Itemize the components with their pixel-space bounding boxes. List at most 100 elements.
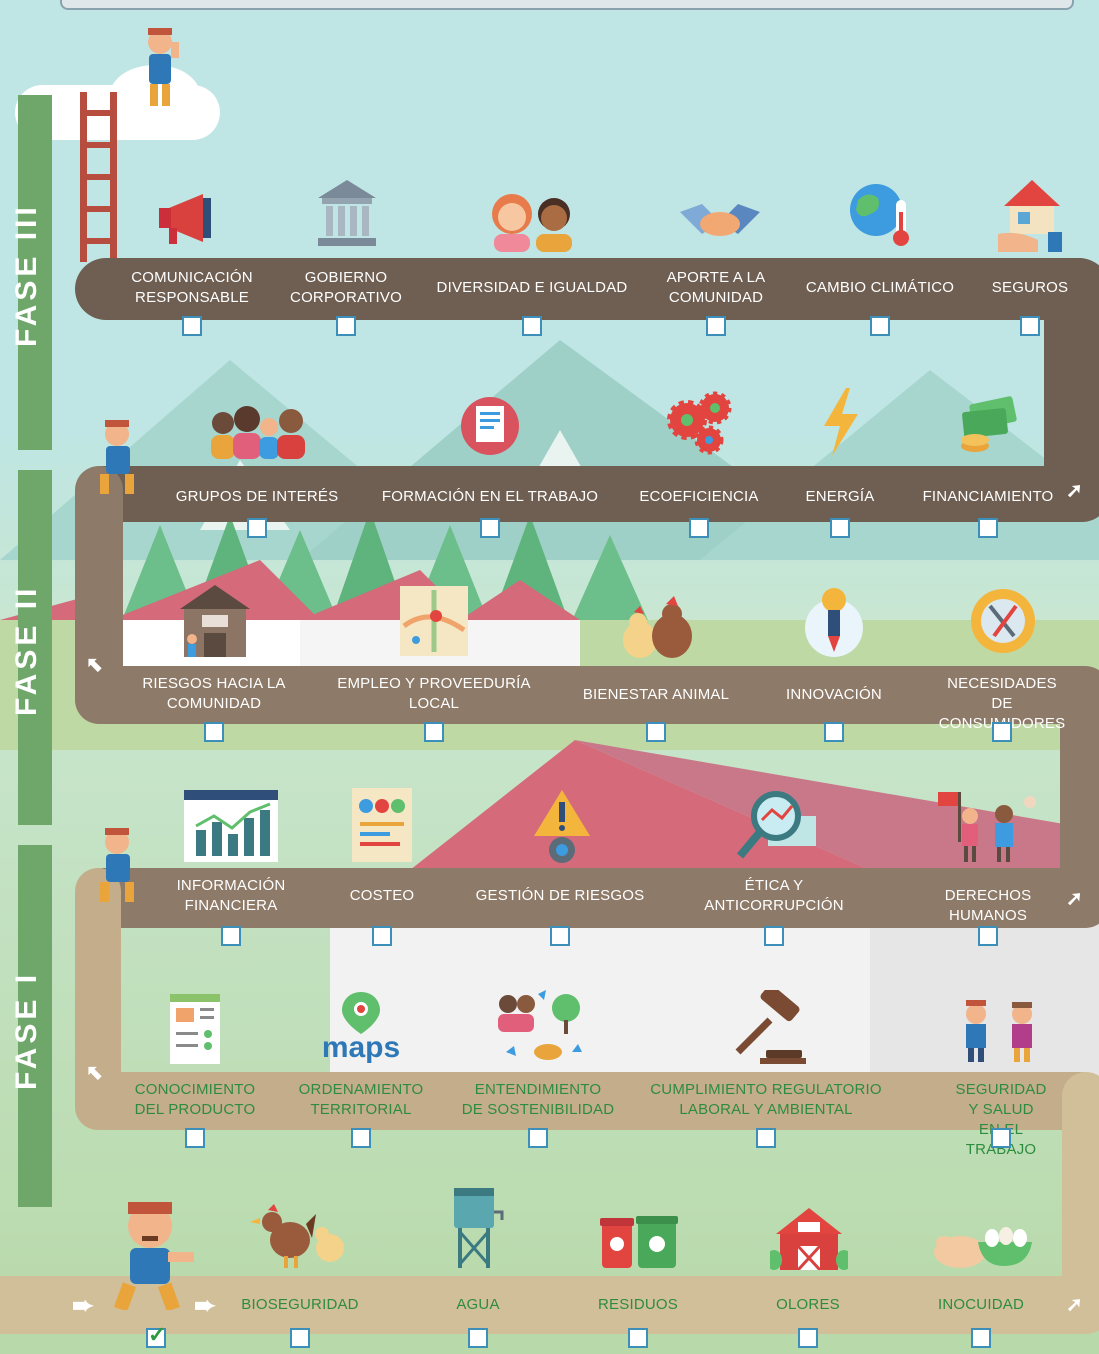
magnifier-chart-icon	[736, 791, 816, 859]
money-icon	[961, 396, 1017, 452]
item-label: Bienestar animal	[582, 686, 730, 703]
item-checkbox[interactable]	[528, 1128, 548, 1148]
item-checkbox[interactable]	[646, 722, 666, 742]
item-label: Ordenamiento territorial	[298, 1081, 424, 1118]
sustainability-cycle-icon	[498, 990, 582, 1060]
local-map-icon	[400, 586, 468, 656]
farmer-icon	[100, 420, 134, 494]
item-checkbox[interactable]: ✓	[146, 1324, 166, 1348]
item-checkbox[interactable]	[247, 518, 267, 538]
lightning-icon	[824, 388, 858, 456]
item-checkbox[interactable]	[870, 316, 890, 336]
ladder	[80, 92, 117, 262]
item-label: Ética y anticorrupción	[704, 877, 844, 914]
phase-label-3: FASE III	[10, 203, 43, 347]
phase-bar-1	[18, 845, 52, 1207]
report-icon	[352, 788, 412, 862]
chicken-eggs-icon	[934, 1227, 1032, 1268]
phase-bar-2	[18, 470, 52, 825]
arrow-up-right-icon: ➚	[1066, 1294, 1083, 1316]
item-checkbox[interactable]	[978, 518, 998, 538]
phase-bar-3	[18, 95, 52, 450]
people-diversity-icon	[492, 194, 572, 252]
item-checkbox[interactable]	[756, 1128, 776, 1148]
item-label: Seguros	[991, 279, 1069, 296]
item-checkbox[interactable]	[978, 926, 998, 946]
lightbulb-rocket-icon	[805, 588, 863, 657]
item-label: Inocuidad	[938, 1296, 1024, 1313]
item-checkbox[interactable]	[971, 1328, 991, 1348]
item-label: Bioseguridad	[241, 1296, 359, 1313]
item-label: Residuos	[598, 1296, 678, 1313]
phase-label-2: FASE II	[10, 584, 43, 716]
item-checkbox[interactable]	[424, 722, 444, 742]
farmer-icon	[100, 828, 134, 902]
item-checkbox[interactable]	[798, 1328, 818, 1348]
workers-icon	[966, 1000, 1032, 1062]
item-label: Entendimiento de sostenibilidad	[461, 1081, 615, 1118]
item-checkbox[interactable]	[204, 722, 224, 742]
product-sheet-icon	[170, 994, 220, 1064]
item-label: Cambio climático	[805, 279, 955, 296]
farmer-icon	[148, 28, 179, 106]
item-checkbox[interactable]	[992, 722, 1012, 742]
government-building-icon	[318, 180, 376, 246]
item-label: Costeo	[349, 887, 415, 904]
arrow-right-icon: ➨	[72, 1290, 94, 1320]
road-segment-2	[75, 466, 1099, 522]
arrow-up-left-icon: ⬉	[86, 1062, 103, 1084]
gavel-icon	[735, 990, 806, 1064]
gears-icon	[667, 391, 732, 455]
item-label: Conocimiento del producto	[134, 1081, 256, 1118]
arrow-up-right-icon: ➚	[1066, 888, 1083, 910]
item-checkbox[interactable]	[290, 1328, 310, 1348]
item-checkbox[interactable]	[468, 1328, 488, 1348]
road-segment-4	[75, 868, 1099, 928]
item-checkbox[interactable]	[480, 518, 500, 538]
item-label: Gestión de riesgos	[475, 887, 645, 904]
item-checkbox[interactable]	[182, 316, 202, 336]
item-label: Diversidad e igualdad	[436, 279, 628, 296]
item-checkbox[interactable]	[522, 316, 542, 336]
item-checkbox[interactable]	[372, 926, 392, 946]
maps-pin-icon: maps	[318, 990, 404, 1063]
farmer-icon	[113, 1202, 194, 1310]
item-checkbox[interactable]	[824, 722, 844, 742]
bar-chart-icon	[184, 790, 278, 862]
item-label: Información financiera	[176, 877, 286, 914]
barn-people-icon	[180, 585, 250, 657]
arrow-right-icon: ➨	[194, 1290, 216, 1320]
warning-sign-icon	[534, 790, 590, 863]
chickens-icon	[623, 596, 692, 658]
item-label: Cumplimiento regulatorio laboral y ambie…	[650, 1081, 882, 1118]
barn-icon	[770, 1208, 848, 1270]
human-rights-icon	[938, 792, 1036, 862]
rooster-hen-icon	[250, 1204, 344, 1268]
item-label: Energía	[805, 488, 875, 505]
item-checkbox[interactable]	[1020, 316, 1040, 336]
item-checkbox[interactable]	[185, 1128, 205, 1148]
item-checkbox[interactable]	[550, 926, 570, 946]
megaphone-icon	[159, 194, 211, 244]
item-label: Riesgos hacia la comunidad	[142, 675, 286, 712]
phase-label-1: FASE I	[10, 970, 43, 1090]
arrow-up-right-icon: ➚	[1066, 480, 1083, 502]
item-checkbox[interactable]	[830, 518, 850, 538]
item-label: Olores	[776, 1296, 840, 1313]
item-checkbox[interactable]	[628, 1328, 648, 1348]
stakeholders-group-icon	[211, 406, 305, 459]
item-checkbox[interactable]	[991, 1128, 1011, 1148]
road-segment-3	[75, 666, 1099, 724]
item-checkbox[interactable]	[689, 518, 709, 538]
item-checkbox[interactable]	[764, 926, 784, 946]
item-label: Empleo y proveeduría local	[337, 675, 531, 712]
item-checkbox[interactable]	[706, 316, 726, 336]
item-checkbox[interactable]	[336, 316, 356, 336]
road-segment-6	[0, 1276, 1099, 1334]
item-checkbox[interactable]	[351, 1128, 371, 1148]
plate-cutlery-icon	[971, 589, 1035, 653]
handshake-icon	[680, 204, 760, 236]
training-document-icon	[461, 397, 519, 455]
item-label: Formación en el trabajo	[381, 488, 599, 505]
item-checkbox[interactable]	[221, 926, 241, 946]
